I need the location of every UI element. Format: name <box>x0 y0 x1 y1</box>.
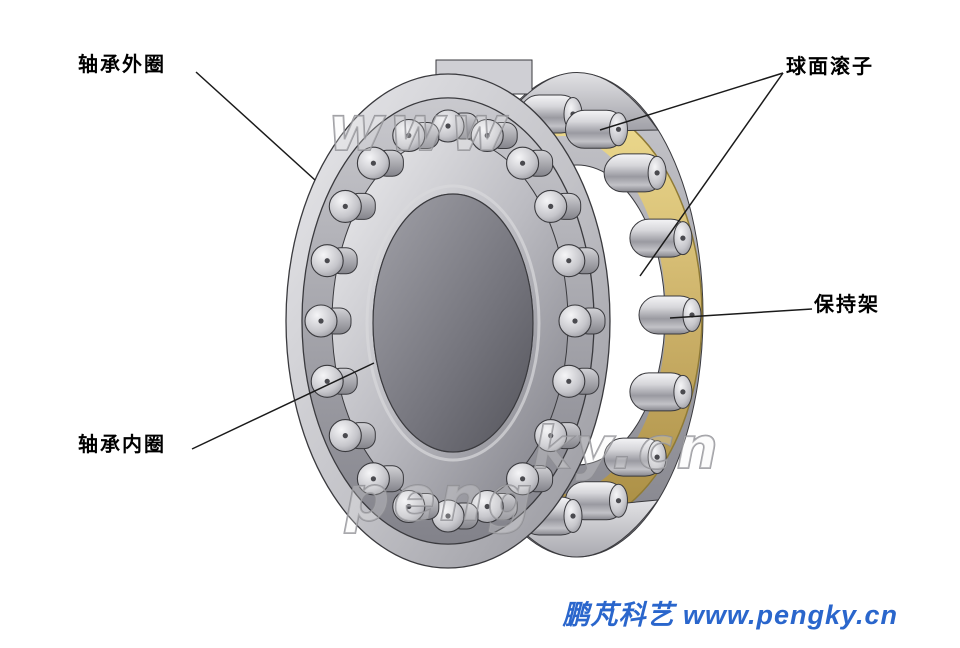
front-roller <box>534 189 582 223</box>
front-roller-center-dot <box>566 258 572 264</box>
watermark-kycn: ky.cn <box>533 414 722 482</box>
front-roller <box>328 189 376 223</box>
front-roller-center-dot <box>548 203 554 209</box>
front-roller <box>356 462 404 496</box>
front-roller <box>552 364 600 398</box>
back-roller <box>629 372 693 412</box>
front-roller <box>392 489 440 524</box>
front-rollers-group <box>304 109 606 533</box>
leader-line-roller-mid <box>639 72 784 277</box>
back-roller <box>603 437 667 477</box>
back-roller <box>629 218 693 258</box>
front-roller-center-dot <box>566 378 572 384</box>
back-roller-center-dot <box>654 454 660 460</box>
front-roller <box>470 118 518 153</box>
back-roller-center-dot <box>680 235 686 241</box>
front-roller-center-dot <box>342 203 348 209</box>
front-roller-center-dot <box>445 513 451 519</box>
front-roller-center-dot <box>324 258 330 264</box>
front-roller-center-dot <box>342 433 348 439</box>
back-roller-center-dot <box>615 126 622 132</box>
front-roller <box>310 244 358 278</box>
front-roller <box>328 419 376 453</box>
front-roller-center-dot <box>572 318 578 324</box>
back-roller <box>603 153 667 193</box>
leader-line-outer-ring <box>195 71 316 181</box>
front-roller <box>558 304 606 338</box>
leader-line-inner-ring <box>191 362 375 450</box>
back-roller-center-dot <box>654 170 660 176</box>
front-roller <box>304 304 352 338</box>
back-roller <box>638 295 702 335</box>
watermark-www: www <box>328 92 512 165</box>
front-roller-center-dot <box>520 160 526 166</box>
label-outer-ring: 轴承外圈 <box>78 54 166 76</box>
back-roller-center-dot <box>570 513 576 519</box>
label-inner-ring: 轴承内圈 <box>78 434 166 456</box>
front-roller-center-dot <box>318 318 324 324</box>
front-roller <box>506 462 554 496</box>
front-roller-center-dot <box>520 476 526 482</box>
front-roller <box>356 146 404 180</box>
leader-line-cage <box>669 308 813 319</box>
front-roller-center-dot <box>484 132 490 139</box>
front-roller-center-dot <box>484 503 490 510</box>
front-roller-center-dot <box>406 132 412 139</box>
front-roller <box>392 118 440 153</box>
label-cage: 保持架 <box>814 294 880 316</box>
front-roller <box>470 489 518 524</box>
leader-line-roller-top <box>599 72 784 131</box>
label-spherical-roller: 球面滚子 <box>786 56 874 78</box>
front-roller-center-dot <box>445 123 451 129</box>
watermark-peng: peng <box>344 462 536 535</box>
bore-rim <box>365 184 541 462</box>
front-roller <box>431 499 479 533</box>
front-roller-center-dot <box>548 433 554 439</box>
back-roller-center-dot <box>615 498 622 504</box>
front-roller <box>506 146 554 180</box>
front-roller-center-dot <box>370 160 376 166</box>
bore-hole <box>372 193 534 453</box>
back-roller-center-dot <box>680 389 686 395</box>
front-roller-center-dot <box>324 378 330 384</box>
front-roller-center-dot <box>370 476 376 482</box>
footer-brand: 鹏芃科艺 www.pengky.cn <box>562 600 898 630</box>
front-roller <box>552 244 600 278</box>
front-roller-center-dot <box>406 503 412 510</box>
back-roller <box>565 109 628 149</box>
front-roller <box>534 419 582 453</box>
